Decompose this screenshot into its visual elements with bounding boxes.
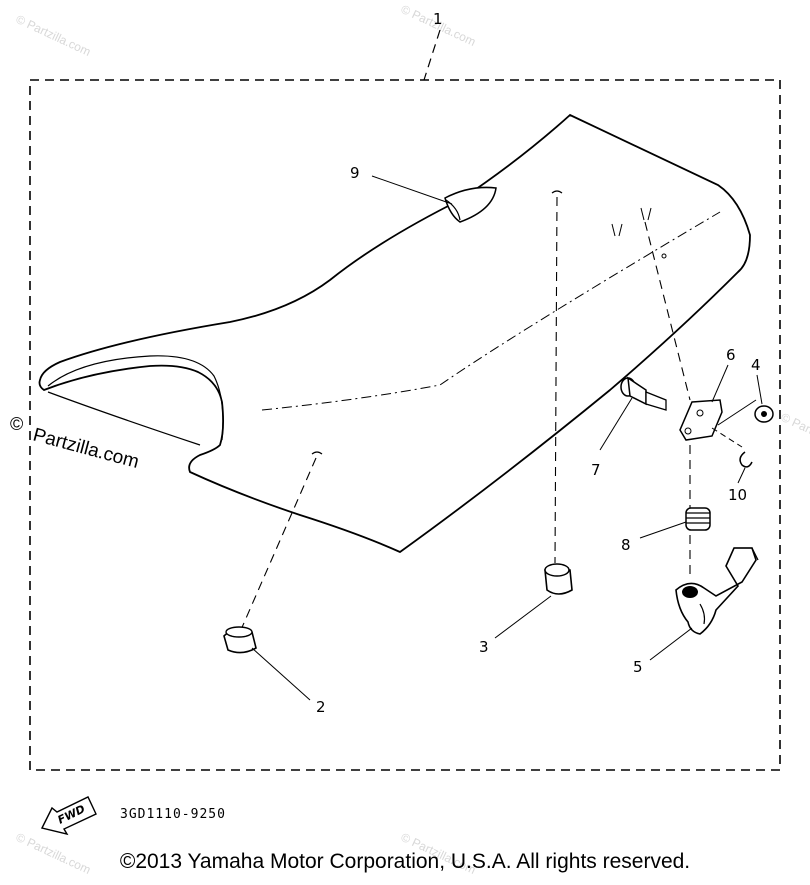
part-6-bracket xyxy=(679,399,723,441)
leader-4-to-bracket xyxy=(717,399,757,426)
assembly-frame xyxy=(29,79,781,771)
watermark-top-left: © Partzilla.com xyxy=(14,12,93,59)
callout-10: 10 xyxy=(728,486,747,504)
leader-10 xyxy=(711,427,743,448)
leader-6 xyxy=(711,364,729,403)
callout-8: 8 xyxy=(621,536,631,554)
leader-7 xyxy=(599,397,633,451)
part-5-hook xyxy=(675,547,759,635)
mount-line-3 xyxy=(554,196,558,564)
part-4-grommet xyxy=(754,405,774,423)
callout-7: 7 xyxy=(591,461,601,479)
watermark-right: © Partzilla.com xyxy=(779,410,810,457)
callout-5: 5 xyxy=(633,658,643,676)
fwd-arrow: FWD xyxy=(40,796,97,836)
callout-1: 1 xyxy=(433,10,443,28)
leader-1 xyxy=(423,29,441,81)
leader-8 xyxy=(639,521,687,539)
mount-line-lock xyxy=(644,221,691,401)
part-code: 3GD1110-9250 xyxy=(120,807,226,822)
callout-3: 3 xyxy=(479,638,489,656)
callout-9: 9 xyxy=(350,164,360,182)
callout-2: 2 xyxy=(316,698,326,716)
leader-5 xyxy=(649,627,693,661)
watermark-copyright-symbol: © xyxy=(10,414,23,434)
part-8-spring xyxy=(685,507,711,531)
part-2-damper xyxy=(223,626,257,654)
mount-line-2 xyxy=(239,457,317,633)
seat xyxy=(38,113,751,554)
leader-2 xyxy=(251,647,311,701)
copyright-notice: ©2013 Yamaha Motor Corporation, U.S.A. A… xyxy=(119,850,691,873)
part-10-clip xyxy=(739,451,753,468)
leader-4 xyxy=(756,374,763,405)
part-3-damper xyxy=(544,563,573,595)
leader-10-label xyxy=(737,467,746,484)
part-7-bolt xyxy=(620,376,667,411)
leader-3 xyxy=(494,595,552,639)
watermark-brand-text: Partzilla.com xyxy=(31,425,141,473)
callout-4: 4 xyxy=(751,356,761,374)
callout-6: 6 xyxy=(726,346,736,364)
leader-9 xyxy=(371,175,453,205)
